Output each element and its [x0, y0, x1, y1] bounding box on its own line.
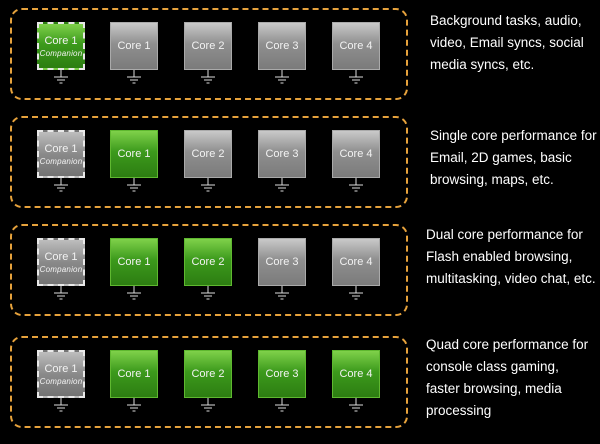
ground-icon	[110, 398, 158, 414]
ground-icon	[37, 70, 85, 86]
core-label: Core 1	[44, 142, 78, 155]
core-sublabel: Companion	[39, 48, 83, 58]
row-4-description: Quad core performance for console class …	[426, 337, 589, 418]
core-3: Core 3	[258, 238, 306, 286]
companion-core: Core 1 Companion	[37, 130, 85, 178]
row-2-description: Single core performance for Email, 2D ga…	[430, 128, 597, 187]
companion-core: Core 1 Companion	[37, 238, 85, 286]
core-1: Core 1	[110, 130, 158, 178]
core-label: Core 3	[265, 40, 299, 52]
ground-icon	[110, 178, 158, 194]
core-label: Core 2	[191, 40, 225, 52]
row-2-box: Core 1 Companion Core 1 Core 2 Core 3 Co…	[10, 116, 408, 208]
core-4: Core 4	[332, 350, 380, 398]
row-3-description: Dual core performance for Flash enabled …	[426, 227, 596, 286]
core-label: Core 4	[339, 40, 373, 52]
core-sublabel: Companion	[39, 376, 83, 386]
core-label: Core 1	[117, 148, 151, 160]
ground-icon	[110, 286, 158, 302]
core-4: Core 4	[332, 22, 380, 70]
core-1: Core 1	[110, 22, 158, 70]
core-label: Core 1	[44, 34, 78, 47]
core-1: Core 1	[110, 350, 158, 398]
core-label: Core 4	[339, 256, 373, 268]
core-1: Core 1	[110, 238, 158, 286]
core-sublabel: Companion	[39, 156, 83, 166]
core-label: Core 4	[339, 148, 373, 160]
ground-icon	[332, 286, 380, 302]
row-1-box: Core 1 Companion Core 1 Core 2 Core 3 Co…	[10, 8, 408, 100]
row-4-box: Core 1 Companion Core 1 Core 2 Core 3 Co…	[10, 336, 408, 428]
core-2: Core 2	[184, 350, 232, 398]
core-label: Core 1	[117, 368, 151, 380]
row-1-description: Background tasks, audio, video, Email sy…	[430, 13, 584, 72]
ground-icon	[258, 398, 306, 414]
row-3-box: Core 1 Companion Core 1 Core 2 Core 3 Co…	[10, 224, 408, 316]
ground-icon	[184, 70, 232, 86]
core-label: Core 3	[265, 256, 299, 268]
companion-core: Core 1 Companion	[37, 22, 85, 70]
ground-icon	[332, 398, 380, 414]
core-label: Core 2	[191, 148, 225, 160]
ground-icon	[332, 70, 380, 86]
core-label: Core 1	[117, 256, 151, 268]
ground-icon	[37, 178, 85, 194]
core-label: Core 1	[44, 250, 78, 263]
ground-icon	[184, 398, 232, 414]
core-label: Core 2	[191, 368, 225, 380]
core-label: Core 1	[117, 40, 151, 52]
ground-icon	[184, 178, 232, 194]
core-4: Core 4	[332, 130, 380, 178]
core-label: Core 1	[44, 362, 78, 375]
companion-core: Core 1 Companion	[37, 350, 85, 398]
ground-icon	[37, 398, 85, 414]
core-3: Core 3	[258, 130, 306, 178]
core-2: Core 2	[184, 238, 232, 286]
ground-icon	[37, 286, 85, 302]
ground-icon	[332, 178, 380, 194]
ground-icon	[258, 70, 306, 86]
core-3: Core 3	[258, 22, 306, 70]
ground-icon	[110, 70, 158, 86]
ground-icon	[258, 286, 306, 302]
core-sublabel: Companion	[39, 264, 83, 274]
core-label: Core 3	[265, 148, 299, 160]
core-label: Core 3	[265, 368, 299, 380]
core-label: Core 4	[339, 368, 373, 380]
ground-icon	[258, 178, 306, 194]
core-2: Core 2	[184, 22, 232, 70]
ground-icon	[184, 286, 232, 302]
core-3: Core 3	[258, 350, 306, 398]
core-2: Core 2	[184, 130, 232, 178]
core-4: Core 4	[332, 238, 380, 286]
core-label: Core 2	[191, 256, 225, 268]
